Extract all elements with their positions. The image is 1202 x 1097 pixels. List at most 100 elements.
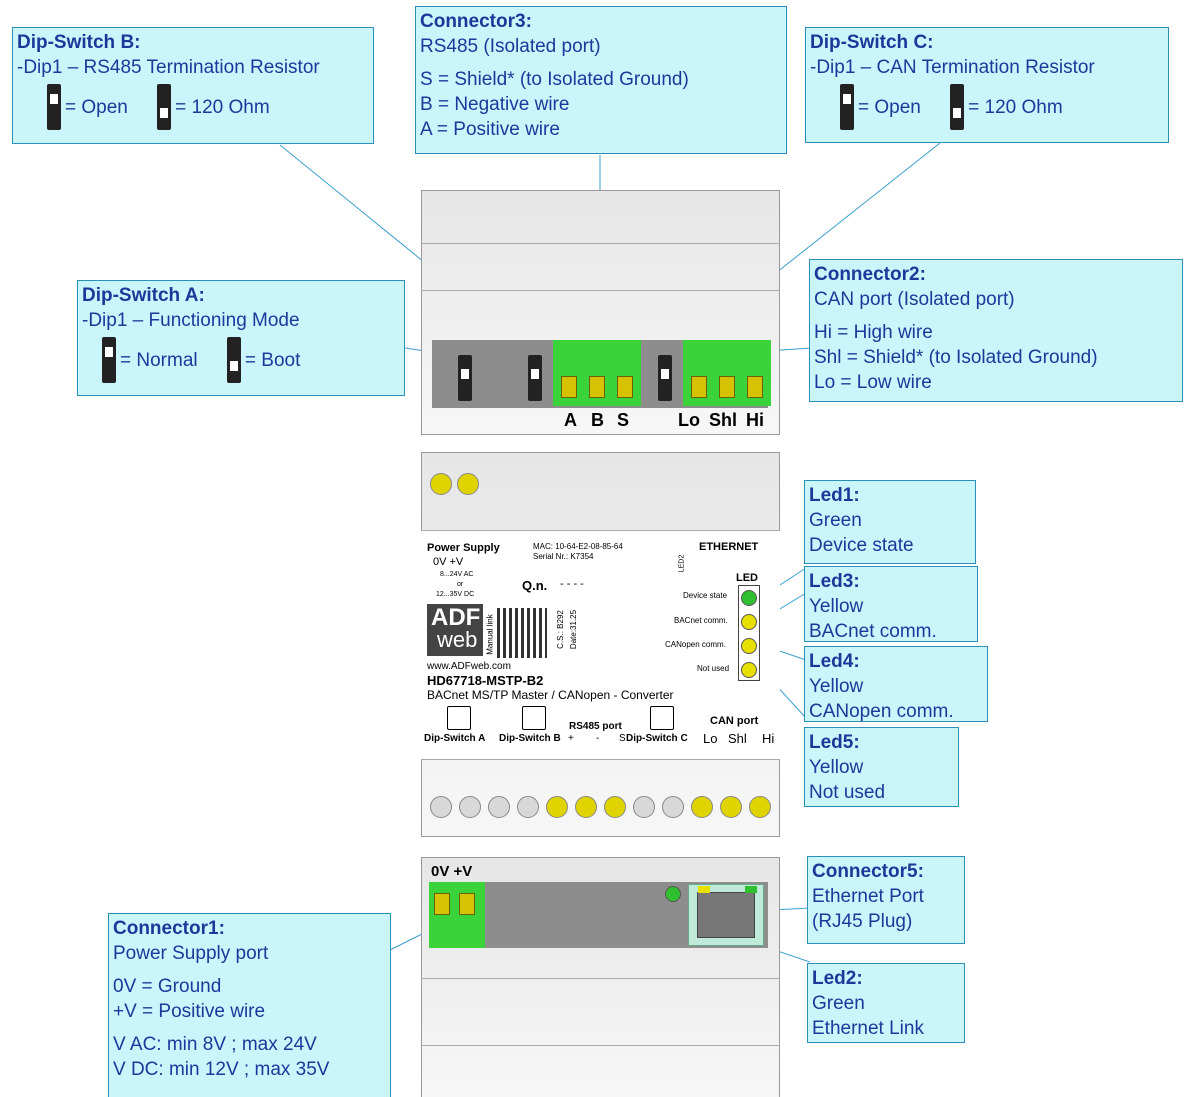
label-dip-c (650, 706, 674, 730)
dip-off-icon (840, 84, 854, 130)
callout-title: Connector5: (812, 861, 924, 882)
label-dip-b (522, 706, 546, 730)
callout-line: Yellow (809, 596, 864, 617)
bottom-circle-2 (459, 796, 481, 818)
callout-line: BACnet comm. (809, 621, 937, 642)
callout-line: +V = Positive wire (113, 1001, 266, 1022)
callout-line: A = Positive wire (420, 119, 560, 140)
rj45-led-yellow (698, 886, 710, 893)
callout-dip-switch-a: Dip-Switch A: -Dip1 – Functioning Mode =… (77, 280, 405, 396)
callout-title: Led3: (809, 571, 860, 592)
dip-switch-a-small: Dip-Switch A (424, 733, 486, 744)
callout-title: Led1: (809, 485, 860, 506)
led-panel (738, 585, 760, 681)
top-indicator-1 (430, 473, 452, 495)
callout-line: Not used (809, 782, 886, 803)
power-terminals-label: 0V +V (433, 556, 464, 568)
bottom-circle-6 (575, 796, 597, 818)
callout-title: Connector1: (113, 918, 225, 939)
dip-switch-b-body[interactable] (528, 355, 542, 401)
screw-a (561, 376, 577, 398)
bottom-circle-9 (662, 796, 684, 818)
screw-s (617, 376, 633, 398)
screw-lo (691, 376, 707, 398)
can-lo-label: Lo (703, 731, 718, 746)
callout-line: B = Negative wire (420, 94, 570, 115)
bottom-circle-5 (546, 796, 568, 818)
callout-led2: Led2: Green Ethernet Link (807, 963, 965, 1043)
date-label: Date:31.25 (569, 609, 579, 650)
rs485-port-label: RS485 port (569, 721, 622, 732)
adf-logo (427, 604, 483, 656)
rj45-socket[interactable] (697, 892, 755, 938)
callout-dip-switch-c: Dip-Switch C: -Dip1 – CAN Termination Re… (805, 27, 1169, 143)
callout-line: V AC: min 8V ; max 24V (113, 1034, 317, 1055)
callout-desc: -Dip1 – RS485 Termination Resistor (17, 57, 320, 78)
rs485-plus-label: + (568, 733, 574, 744)
callout-connector5: Connector5: Ethernet Port (RJ45 Plug) (807, 856, 965, 944)
callout-line: Lo = Low wire (814, 372, 932, 393)
dip-off-icon (47, 84, 61, 130)
callout-title: Led2: (812, 968, 863, 989)
mac-label: MAC: 10-64-E2-08-85-64 (533, 542, 623, 551)
rs485-s-label: S (619, 733, 626, 744)
screw-b (589, 376, 605, 398)
rs485-minus-label: - (596, 733, 600, 744)
open-label: = Open (858, 96, 921, 118)
open-label: = Open (65, 96, 128, 118)
callout-line: Shl = Shield* (to Isolated Ground) (814, 347, 1098, 368)
module-bottom-divider (421, 978, 780, 979)
website-label: www.ADFweb.com (427, 661, 511, 672)
callout-title: Dip-Switch A: (82, 285, 205, 306)
terminal-label-lo: Lo (678, 410, 700, 430)
qr-code[interactable] (497, 608, 547, 658)
power-supply-label: Power Supply (427, 542, 500, 554)
dip-on-icon (157, 84, 172, 130)
ethernet-front-led (665, 886, 681, 902)
dip-switch-a-body[interactable] (458, 355, 472, 401)
callout-connector2: Connector2: CAN port (Isolated port) Hi … (809, 259, 1183, 402)
callout-led3: Led3: Yellow BACnet comm. (804, 566, 978, 642)
model-label: HD67718-MSTP-B2 (427, 673, 544, 688)
adf-logo-text: ADF (431, 604, 481, 631)
dip-switch-c-small: Dip-Switch C (626, 733, 688, 744)
callout-line: V DC: min 12V ; max 35V (113, 1059, 330, 1080)
top-indicator-2 (457, 473, 479, 495)
callout-led4: Led4: Yellow CANopen comm. (804, 646, 988, 722)
dip-on-icon (226, 337, 241, 383)
bottom-circle-3 (488, 796, 510, 818)
dip-switch-c-body[interactable] (658, 355, 672, 401)
screw-plus-v (459, 893, 475, 915)
callout-led1: Led1: Green Device state (804, 480, 976, 564)
bacnet-comm-label: BACnet comm. (674, 616, 728, 625)
screw-shl (719, 376, 735, 398)
not-used-label: Not used (697, 664, 730, 673)
callout-title: Connector3: (420, 11, 532, 32)
or-label: or (457, 581, 464, 588)
power-connector (429, 882, 485, 948)
ethernet-label: ETHERNET (699, 541, 759, 553)
callout-title: Dip-Switch B: (17, 32, 141, 53)
callout-line: Hi = High wire (814, 322, 933, 343)
bottom-circle-7 (604, 796, 626, 818)
callout-dip-switch-b: Dip-Switch B: -Dip1 – RS485 Termination … (12, 27, 374, 144)
normal-label: = Normal (120, 349, 198, 371)
led3-bacnet (741, 614, 757, 630)
ohm-label: = 120 Ohm (175, 96, 270, 118)
led2-small-label: LED2 (678, 554, 686, 573)
callout-title: Connector2: (814, 264, 926, 285)
ac-range-label: 8...24V AC (440, 571, 474, 578)
callout-line: Yellow (809, 676, 864, 697)
product-label: BACnet MS/TP Master / CANopen - Converte… (427, 688, 674, 702)
bottom-circle-4 (517, 796, 539, 818)
dip-switch-b-small: Dip-Switch B (499, 733, 561, 744)
callout-line: Ethernet Port (812, 886, 924, 907)
boot-label: = Boot (244, 349, 301, 371)
callout-line: RS485 (Isolated port) (420, 36, 601, 57)
can-shl-label: Shl (728, 731, 747, 746)
cs-label: C.S.: B292 (555, 610, 565, 649)
callout-line: Green (809, 510, 862, 531)
module-top-divider (421, 243, 780, 244)
screw-hi (747, 376, 763, 398)
terminal-label-s: S (617, 410, 630, 430)
